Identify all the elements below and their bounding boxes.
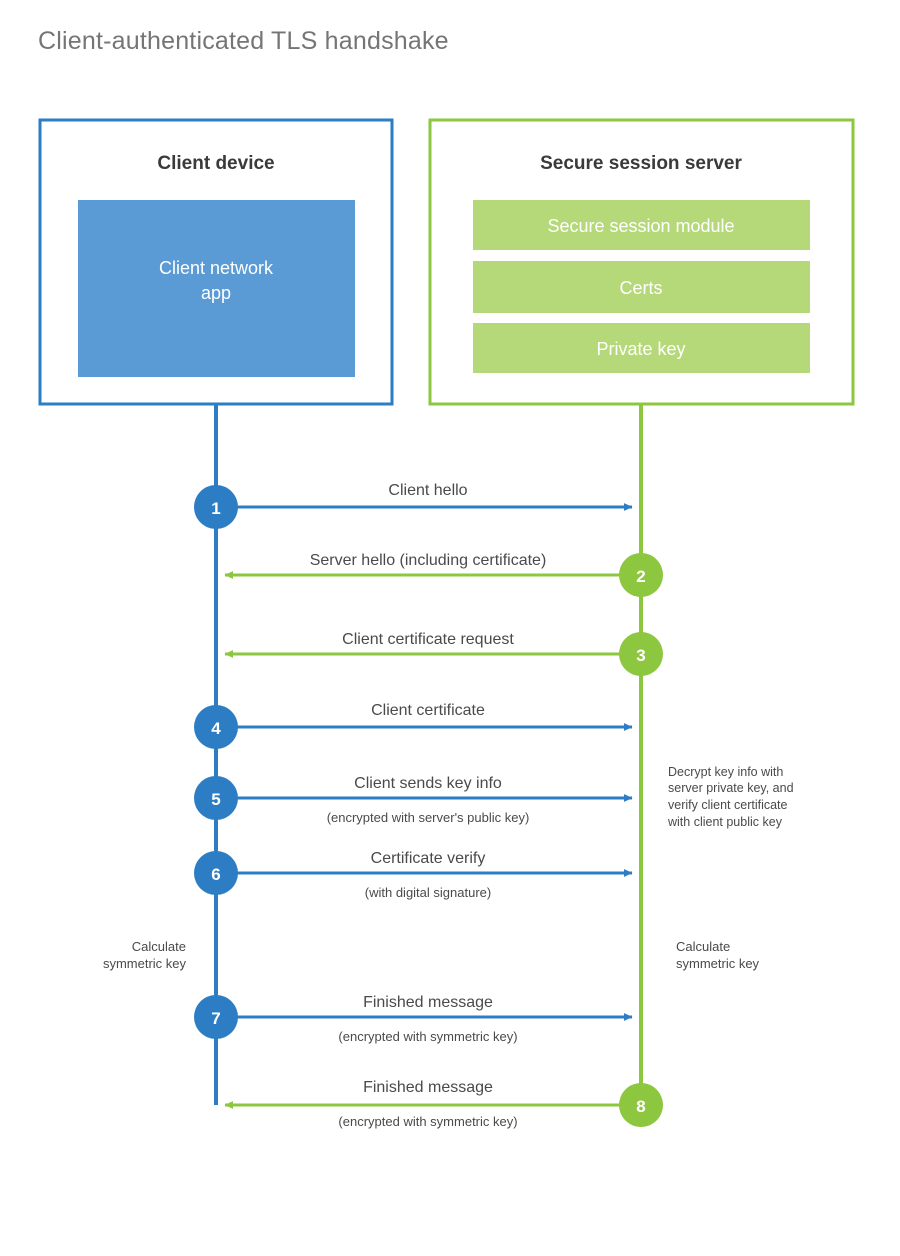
client-calc-line-1: symmetric key: [103, 956, 187, 971]
server-block-secure-session-module: [473, 200, 810, 250]
server-title: Secure session server: [540, 153, 742, 174]
step-8-number: 8: [636, 1097, 645, 1116]
server-processing-note: Decrypt key info with server private key…: [667, 765, 794, 829]
step-7-label: Finished message: [363, 994, 493, 1011]
step-1-label: Client hello: [388, 482, 467, 499]
client-network-app-block: [78, 200, 355, 377]
secure-session-server-node[interactable]: Secure session server Secure session mod…: [428, 118, 855, 406]
step-1-marker: [194, 485, 238, 529]
step-2-marker: [619, 553, 663, 597]
server-block-label-1: Certs: [619, 278, 662, 298]
step-7-number: 7: [211, 1009, 220, 1028]
client-network-app-label-line1: Client network: [159, 258, 274, 278]
step-5-label: Client sends key info: [354, 775, 502, 792]
step-8-marker: [619, 1083, 663, 1127]
server-block-certs: [473, 261, 810, 313]
server-note-line-2: verify client certificate: [668, 798, 788, 812]
server-note-line-0: Decrypt key info with: [668, 765, 783, 779]
step-5-number: 5: [211, 790, 220, 809]
step-2-label: Server hello (including certificate): [310, 552, 547, 569]
server-block-private-key: [473, 323, 810, 373]
step-4-marker: [194, 705, 238, 749]
server-note-line-3: with client public key: [667, 815, 783, 829]
step-5-sublabel: (encrypted with server's public key): [327, 810, 530, 825]
server-block-label-0: Secure session module: [547, 216, 734, 236]
step-6[interactable]: Certificate verify (with digital signatu…: [194, 850, 633, 900]
server-calculate-symmetric-key-note: Calculate symmetric key: [676, 939, 760, 971]
step-8[interactable]: Finished message (encrypted with symmetr…: [224, 1079, 663, 1129]
step-5-marker: [194, 776, 238, 820]
server-calc-line-0: Calculate: [676, 939, 730, 954]
step-7-sublabel: (encrypted with symmetric key): [338, 1029, 517, 1044]
step-8-label: Finished message: [363, 1079, 493, 1096]
step-6-marker: [194, 851, 238, 895]
step-4-number: 4: [211, 719, 221, 738]
step-7-marker: [194, 995, 238, 1039]
step-3-label: Client certificate request: [342, 631, 514, 648]
step-3-marker: [619, 632, 663, 676]
step-7[interactable]: Finished message (encrypted with symmetr…: [194, 994, 633, 1044]
step-3-number: 3: [636, 646, 645, 665]
client-calculate-symmetric-key-note: Calculate symmetric key: [103, 939, 187, 971]
step-6-number: 6: [211, 865, 220, 884]
server-note-line-1: server private key, and: [668, 781, 794, 795]
client-device-node[interactable]: Client device Client network app: [38, 118, 394, 406]
client-calc-line-0: Calculate: [132, 939, 186, 954]
step-6-sublabel: (with digital signature): [365, 885, 491, 900]
step-1-number: 1: [211, 499, 220, 518]
step-1[interactable]: Client hello 1: [194, 482, 633, 529]
step-5[interactable]: Client sends key info (encrypted with se…: [194, 775, 633, 825]
page-title: Client-authenticated TLS handshake: [38, 27, 449, 55]
step-6-label: Certificate verify: [371, 850, 486, 867]
client-network-app-label-line2: app: [201, 283, 231, 303]
step-4-label: Client certificate: [371, 702, 485, 719]
step-8-sublabel: (encrypted with symmetric key): [338, 1114, 517, 1129]
client-device-title: Client device: [157, 153, 274, 174]
step-2[interactable]: Server hello (including certificate) 2: [224, 552, 663, 597]
server-calc-line-1: symmetric key: [676, 956, 760, 971]
step-4[interactable]: Client certificate 4: [194, 702, 633, 749]
server-block-label-2: Private key: [596, 339, 685, 359]
step-3[interactable]: Client certificate request 3: [224, 631, 663, 676]
step-2-number: 2: [636, 567, 645, 586]
